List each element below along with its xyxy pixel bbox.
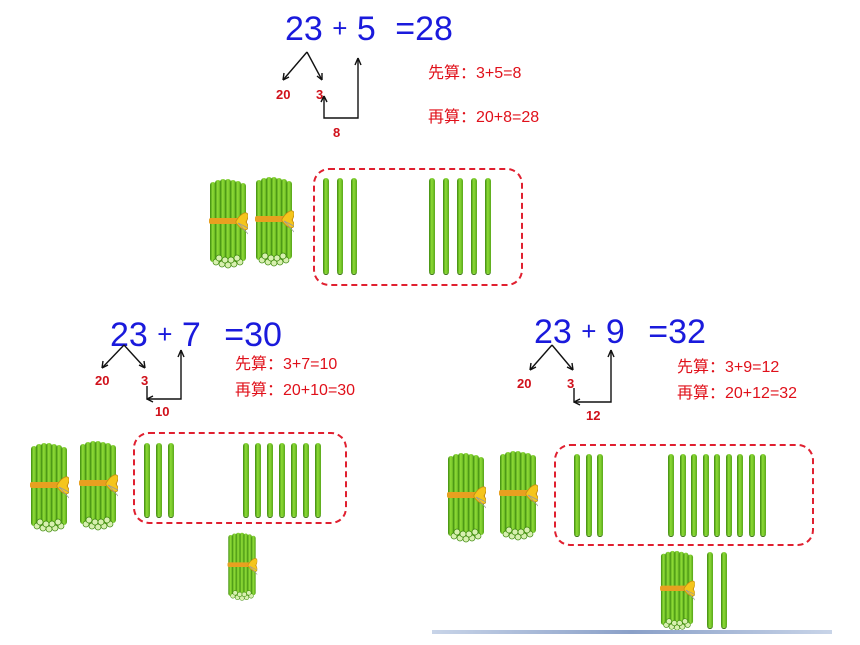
- step-first-2: 先算：3+7=10: [235, 356, 338, 373]
- result: =30: [224, 316, 282, 354]
- loose-stick: [714, 454, 720, 536]
- split-sum-1: 8: [333, 125, 341, 140]
- equation-3: 23 + 9 =32: [534, 315, 706, 349]
- split-sum-3: 12: [586, 408, 601, 423]
- leftover-stick: [721, 552, 727, 628]
- loose-stick: [748, 454, 755, 536]
- step-then-1: 再算：20+8=28: [428, 109, 540, 126]
- loose-stick: [574, 454, 580, 536]
- step-then-2: 再算：20+10=30: [235, 382, 356, 399]
- split-tens-1: 20: [276, 87, 291, 102]
- step-first-1: 先算：3+5=8: [428, 65, 522, 82]
- plus-sign: +: [332, 13, 348, 43]
- addend-b: 7: [181, 316, 201, 354]
- equation-2: 23 + 7 =30: [110, 318, 282, 352]
- loose-stick: [597, 454, 603, 536]
- addend-b: 5: [356, 10, 376, 48]
- loose-stick: [243, 443, 249, 517]
- loose-stick: [443, 178, 449, 274]
- leftover-stick: [707, 552, 713, 628]
- loose-stick: [760, 454, 766, 536]
- addend-a: 23: [534, 313, 572, 351]
- loose-stick: [737, 454, 743, 536]
- stick-bundle: [254, 176, 294, 268]
- loose-stick: [144, 443, 150, 517]
- loose-stick: [337, 178, 343, 274]
- result: =32: [648, 313, 706, 351]
- loose-sticks-box: [133, 432, 347, 524]
- loose-stick: [585, 454, 592, 536]
- loose-stick: [255, 443, 261, 517]
- split-sum-2: 10: [155, 404, 170, 419]
- loose-stick: [485, 178, 491, 274]
- step-then-3: 再算：20+12=32: [677, 385, 798, 402]
- plus-sign: +: [581, 316, 597, 346]
- loose-stick: [156, 443, 162, 517]
- loose-stick: [267, 443, 273, 517]
- split-ones-3: 3: [567, 376, 575, 391]
- split-tens-2: 20: [95, 373, 110, 388]
- stick-bundle: [78, 440, 118, 532]
- split-tens-3: 20: [517, 376, 532, 391]
- loose-stick: [291, 443, 297, 517]
- stick-bundle: [29, 442, 69, 534]
- loose-stick: [429, 178, 435, 274]
- split-ones-2: 3: [141, 373, 149, 388]
- loose-stick: [471, 178, 477, 274]
- addend-a: 23: [285, 10, 323, 48]
- bottom-scroll-strip: [432, 630, 832, 634]
- stick-bundle: [498, 450, 538, 542]
- equation-1: 23 + 5 =28: [285, 12, 453, 46]
- loose-stick: [702, 454, 709, 536]
- result: =28: [395, 10, 453, 48]
- loose-stick: [668, 454, 674, 536]
- stick-bundle: [446, 452, 486, 544]
- loose-stick: [351, 178, 357, 274]
- new-ten-bundle: [227, 532, 258, 601]
- loose-sticks-box: [554, 444, 814, 546]
- loose-stick: [691, 454, 697, 536]
- loose-stick: [679, 454, 686, 536]
- split-ones-1: 3: [316, 87, 324, 102]
- loose-stick: [457, 178, 463, 274]
- loose-stick: [168, 443, 174, 517]
- addend-a: 23: [110, 316, 148, 354]
- loose-stick: [303, 443, 309, 517]
- step-first-3: 先算：3+9=12: [677, 359, 780, 376]
- addend-b: 9: [605, 313, 625, 351]
- loose-stick: [279, 443, 285, 517]
- loose-stick: [725, 454, 732, 536]
- plus-sign: +: [157, 319, 173, 349]
- new-ten-bundle: [659, 550, 695, 631]
- loose-stick: [315, 443, 321, 517]
- loose-stick: [323, 178, 329, 274]
- stick-bundle: [208, 178, 248, 270]
- loose-sticks-box: [313, 168, 523, 286]
